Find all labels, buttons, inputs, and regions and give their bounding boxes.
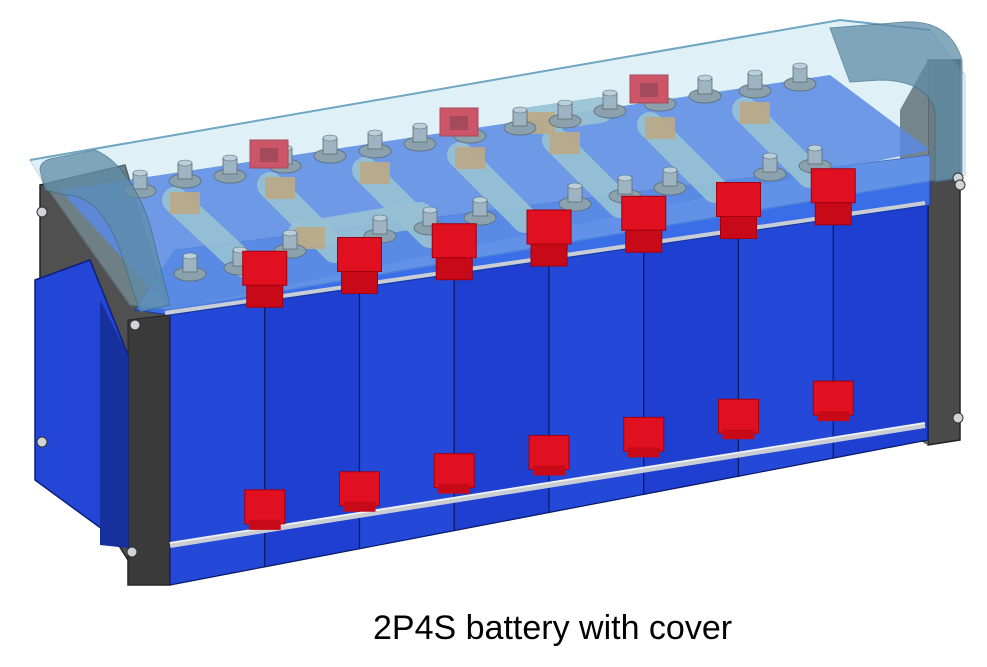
lower-clip [339,471,380,507]
terminal-top [512,106,528,114]
busbar-pad [295,227,325,249]
frame-bolt [36,206,48,218]
side-box-front [100,300,128,548]
terminal-top [472,196,488,204]
terminal-top [662,166,678,174]
frame-bolt [36,436,48,448]
cover-cap-right [829,21,963,183]
upper-clip-lip [814,202,852,226]
busbar-pad [265,177,295,199]
lower-clip [812,380,854,416]
upper-clip-lip [341,271,378,294]
terminal-top [602,89,618,97]
cell-faces [169,204,929,586]
frame-bolt [954,179,966,191]
upper-clip [337,237,382,272]
terminal-top [567,182,583,190]
caption-text: 2P4S battery with cover [373,609,733,647]
lower-clip [433,453,475,489]
lower-clip [718,398,759,434]
upper-clip-lip [625,229,663,253]
terminal-top [367,129,383,137]
busbar-pad [740,102,770,124]
upper-clip [621,195,667,231]
lower-clip [244,489,286,525]
terminal-top [132,169,148,177]
frame-bolt [952,412,964,424]
top-clip-slot [640,83,658,97]
bottom-rod [169,422,926,548]
lower-clip-foot [343,501,376,512]
upper-clip [526,209,572,245]
left-end-plate-edge [127,314,171,586]
terminal-top [182,252,198,260]
terminal-top [792,62,808,70]
front-clips [242,168,856,530]
terminal-top [282,229,298,237]
upper-clip [431,223,477,259]
upper-clip-lip [720,216,757,239]
lower-clip-foot [817,411,850,422]
terminal-top [222,154,238,162]
terminal-top [807,144,823,152]
upper-clip [716,182,761,217]
terminal-top [617,174,633,182]
frame-bolt [129,319,141,331]
lower-clip-foot [627,447,660,458]
lower-clip-foot [722,429,755,440]
lower-clip-foot [438,483,471,494]
busbar-pad [170,192,200,214]
top-clip-slot [450,116,468,130]
lower-clip-foot [533,465,565,476]
terminal-top [762,152,778,160]
busbar-pad [360,162,390,184]
lower-clip-foot [248,519,281,530]
terminal-top [372,214,388,222]
terminal-top [747,69,763,77]
bottom-rod-highlight [169,422,926,544]
busbar-pad [455,147,485,169]
terminal-top [422,206,438,214]
busbar-pad [550,132,580,154]
frame-bolts [36,172,966,558]
lower-clip [528,435,570,470]
upper-clip [242,250,288,286]
frame-bolt [126,546,138,558]
terminal-top [557,99,573,107]
top-clips [249,74,669,169]
figure-caption: 2P4S battery with cover [0,603,987,653]
lower-clip [623,416,665,452]
upper-clip-lip [530,243,568,267]
terminal-top [412,122,428,130]
upper-clip [810,168,856,204]
upper-clip-lip [435,257,473,281]
busbar-pad [645,117,675,139]
upper-clip-lip [246,284,284,308]
cover-cap-left [39,149,171,313]
terminal-top [177,159,193,167]
terminal-top [697,74,713,82]
terminal-top [322,134,338,142]
top-clip-slot [260,148,278,162]
battery-render [28,18,966,586]
